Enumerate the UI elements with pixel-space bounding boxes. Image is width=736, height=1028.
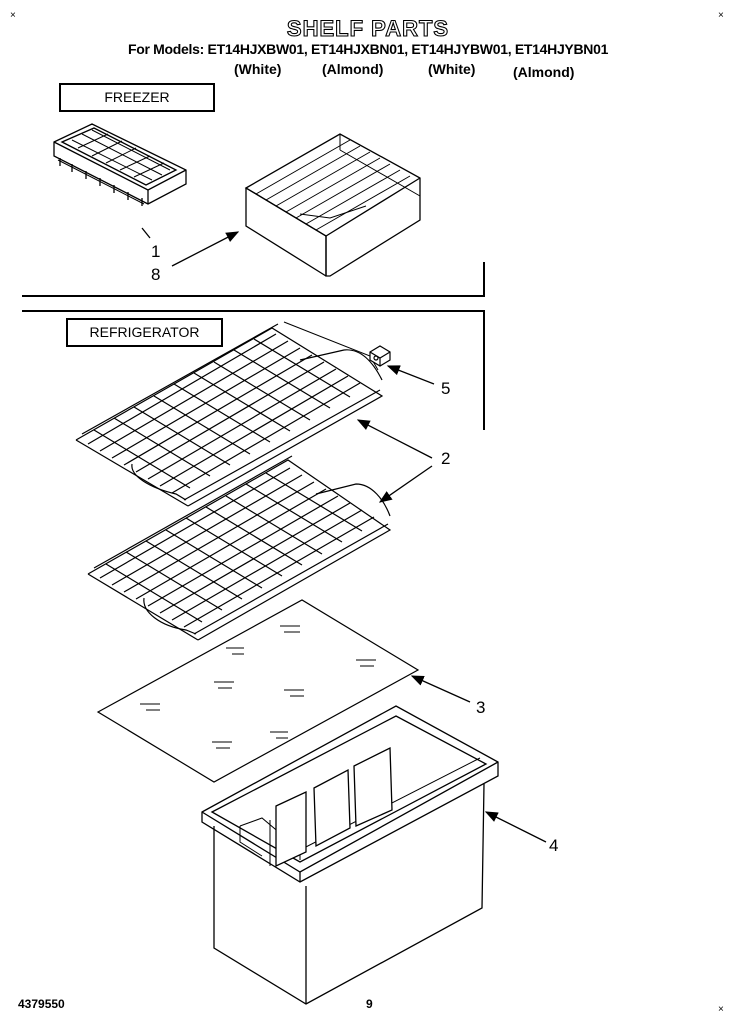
- leader-4: [484, 811, 547, 843]
- wire-shelf-upper-drawing: [75, 321, 384, 507]
- leader-8: [171, 231, 240, 267]
- page-title: SHELF PARTS: [286, 15, 450, 41]
- shelf-stop-drawing: [369, 345, 391, 367]
- callout-4: 4: [549, 836, 559, 855]
- color-white-1: (White): [234, 61, 282, 77]
- color-white-2: (White): [428, 61, 476, 77]
- part-number: 4379550: [18, 997, 65, 1011]
- color-almond-1: (Almond): [322, 61, 384, 77]
- freezer-shelf-drawing: [244, 133, 421, 277]
- callout-3: 3: [476, 698, 486, 717]
- leader-2a: [356, 419, 433, 459]
- leader-5: [386, 365, 435, 385]
- page-number: 9: [366, 997, 373, 1011]
- corner-mark-top-left: ×: [10, 10, 16, 21]
- section-frames: [22, 262, 485, 430]
- ice-tray-drawing: [53, 123, 187, 206]
- refrigerator-frame: [22, 310, 485, 430]
- crisper-bin-drawing: [201, 705, 499, 1005]
- leader-3: [410, 675, 471, 703]
- freezer-label: FREEZER: [59, 83, 215, 112]
- leader-1: [141, 227, 151, 239]
- corner-mark-bottom-right: ×: [718, 1004, 724, 1015]
- callout-5: 5: [441, 379, 451, 398]
- callout-1: 1: [151, 242, 161, 261]
- callout-2: 2: [441, 449, 451, 468]
- leader-2b: [378, 465, 433, 503]
- freezer-frame: [22, 262, 485, 297]
- corner-mark-top-right: ×: [718, 10, 724, 21]
- glass-shelf-drawing: [96, 599, 420, 783]
- refrigerator-label: REFRIGERATOR: [66, 318, 223, 347]
- wire-shelf-lower-drawing: [87, 455, 392, 641]
- models-line: For Models: ET14HJXBW01, ET14HJXBN01, ET…: [127, 41, 609, 57]
- color-almond-2: (Almond): [513, 64, 575, 80]
- callout-8: 8: [151, 265, 161, 284]
- leader-lines: [141, 227, 547, 843]
